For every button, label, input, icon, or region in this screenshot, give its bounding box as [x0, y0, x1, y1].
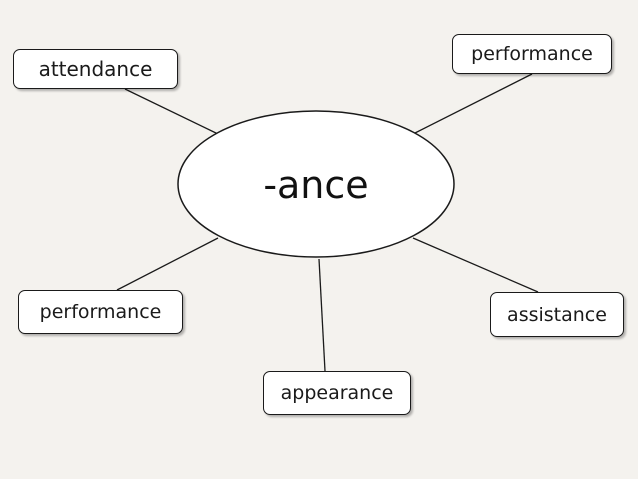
- node-appearance: appearance: [263, 371, 411, 415]
- node-performance-top-right: performance: [452, 34, 612, 74]
- hub-label: -ance: [263, 163, 369, 207]
- connector-assistance: [412, 237, 539, 293]
- connector-performance-top-right: [414, 73, 533, 134]
- hub-ellipse: [177, 110, 455, 258]
- node-assistance: assistance: [490, 292, 624, 337]
- connector-attendance: [124, 88, 219, 135]
- connector-performance-bottom-left: [116, 237, 219, 291]
- node-performance-bottom-left: performance: [18, 290, 183, 334]
- node-attendance: attendance: [13, 49, 178, 89]
- connector-appearance: [318, 258, 326, 372]
